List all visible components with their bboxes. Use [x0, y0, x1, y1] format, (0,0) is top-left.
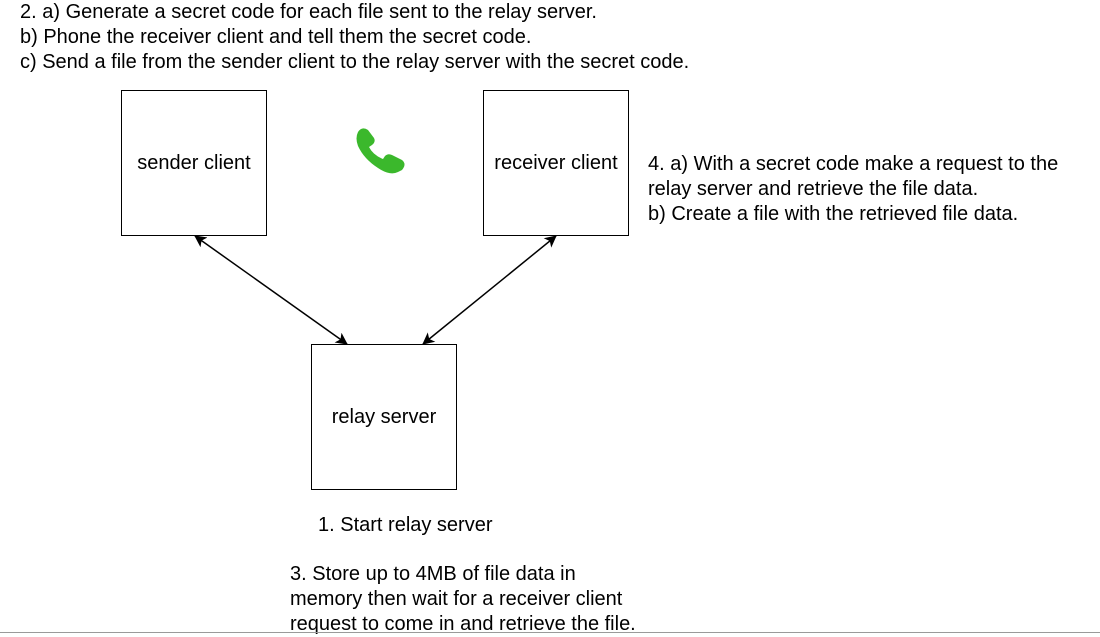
step-3-instructions: 3. Store up to 4MB of file data in memor… [290, 562, 636, 637]
step-4-line: 4. a) With a secret code make a request … [648, 153, 1059, 175]
step-3-line: request to come in and retrieve the file… [290, 613, 636, 635]
sender-client-node: sender client [121, 90, 267, 236]
relay-server-node: relay server [311, 344, 457, 490]
phone-handset-shape [356, 128, 405, 174]
step-2-line: b) Phone the receiver client and tell th… [20, 26, 532, 48]
receiver-client-label: receiver client [494, 151, 618, 174]
phone-icon [356, 128, 405, 174]
step-4-line: relay server and retrieve the file data. [648, 178, 979, 200]
step-4-instructions: 4. a) With a secret code make a request … [648, 152, 1058, 227]
step-3-line: 3. Store up to 4MB of file data in [290, 563, 576, 585]
receiver-relay-arrow [422, 235, 557, 345]
sender-relay-arrow [194, 235, 348, 345]
step-1-line: 1. Start relay server [318, 514, 493, 536]
relay-server-label: relay server [331, 405, 437, 428]
step-2-instructions: 2. a) Generate a secret code for each fi… [20, 0, 689, 75]
step-1-instructions: 1. Start relay server [318, 513, 493, 538]
bottom-divider [0, 632, 1100, 633]
step-2-line: c) Send a file from the sender client to… [20, 51, 690, 73]
step-2-line: 2. a) Generate a secret code for each fi… [20, 1, 597, 23]
step-3-line: memory then wait for a receiver client [290, 588, 623, 610]
step-4-line: b) Create a file with the retrieved file… [648, 203, 1019, 225]
receiver-client-node: receiver client [483, 90, 629, 236]
sender-client-label: sender client [137, 151, 251, 174]
